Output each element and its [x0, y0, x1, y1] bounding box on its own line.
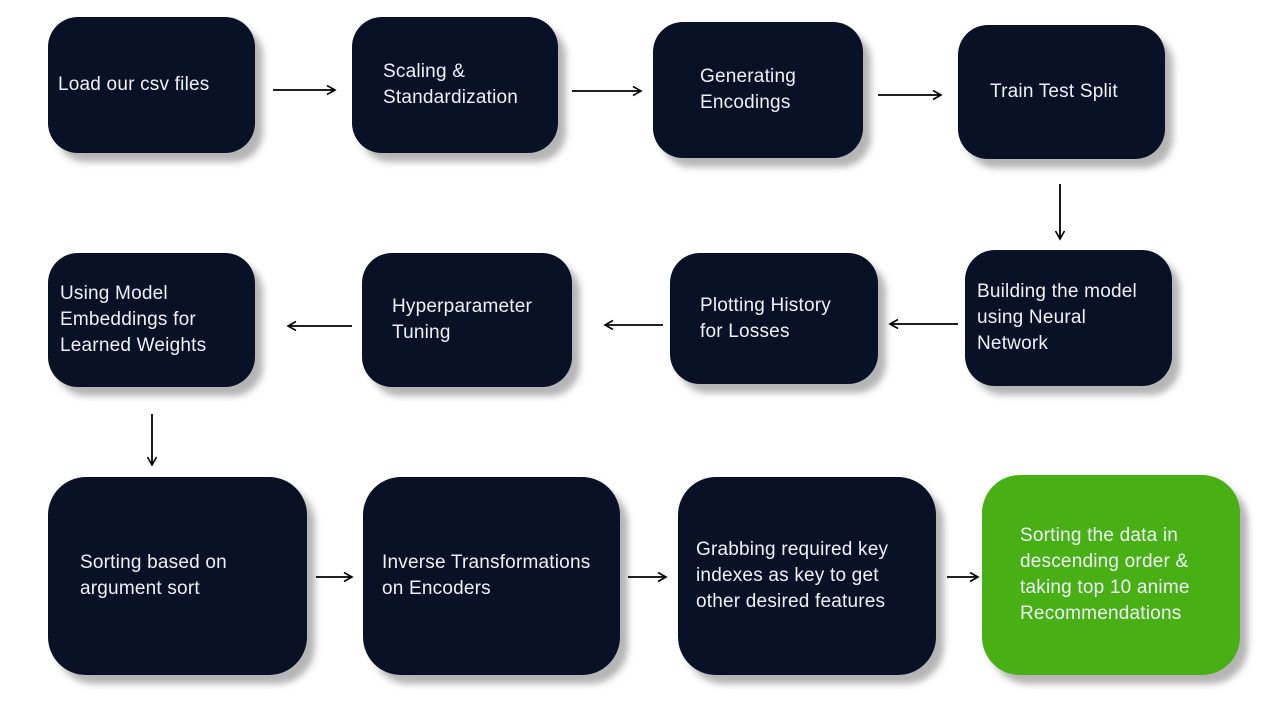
step-label: Grabbing required key indexes as key to … — [696, 539, 889, 612]
step-label: Load our csv files — [58, 74, 210, 95]
step-generating-encodings: Generating Encodings — [653, 22, 863, 158]
step-label: Sorting the data in descending order & t… — [1020, 525, 1190, 624]
step-label: Generating Encodings — [700, 66, 797, 113]
step-hyperparameter-tuning: Hyperparameter Tuning — [362, 253, 572, 387]
step-train-test-split: Train Test Split — [958, 25, 1165, 159]
step-label: Building the model using Neural Network — [977, 281, 1137, 354]
step-argument-sort: Sorting based on argument sort — [48, 477, 307, 675]
step-label: Hyperparameter Tuning — [392, 296, 533, 343]
step-building-neural-network: Building the model using Neural Network — [965, 250, 1172, 386]
step-load-csv-files: Load our csv files — [48, 17, 255, 153]
step-label: Sorting based on argument sort — [80, 552, 227, 599]
step-label: Scaling & Standardization — [383, 61, 519, 108]
step-label: Inverse Transformations on Encoders — [382, 552, 591, 599]
step-inverse-transformations: Inverse Transformations on Encoders — [363, 477, 620, 675]
step-label: Train Test Split — [990, 81, 1118, 102]
step-label: Plotting History for Losses — [700, 294, 831, 342]
step-model-embeddings-weights: Using Model Embeddings for Learned Weigh… — [48, 253, 255, 387]
step-top10-recommendations: Sorting the data in descending order & t… — [982, 475, 1240, 675]
step-label: Using Model Embeddings for Learned Weigh… — [60, 283, 207, 356]
step-plotting-history-losses: Plotting History for Losses — [670, 253, 878, 384]
step-grab-key-indexes: Grabbing required key indexes as key to … — [678, 477, 936, 675]
step-scaling-standardization: Scaling & Standardization — [352, 17, 558, 153]
